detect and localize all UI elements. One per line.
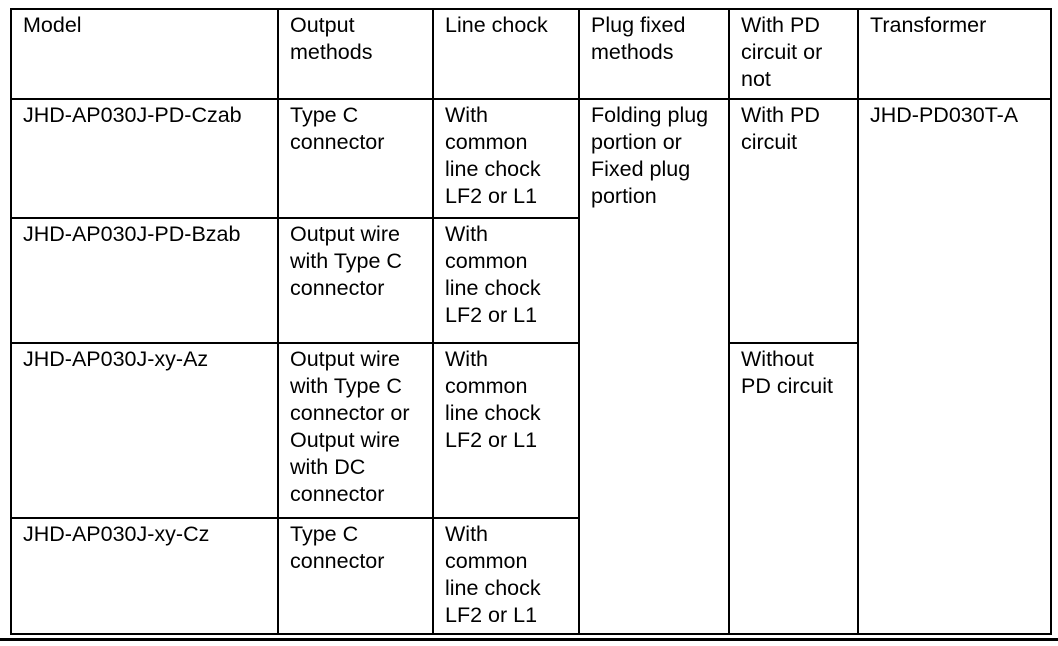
with-pd-circuit-cell: With PD circuit <box>728 98 859 344</box>
model-cell: JHD-AP030J-xy-Cz <box>10 517 279 635</box>
output-method-cell: Output wire with Type C connector <box>277 217 434 344</box>
line-chock-cell: With common line chock LF2 or L1 <box>432 342 580 519</box>
output-method-cell: Output wire with Type C connector or Out… <box>277 342 434 519</box>
header-cell-plug-fixed-methods: Plug fixed methods <box>578 8 730 100</box>
plug-fixed-methods-cell: Folding plug portion or Fixed plug porti… <box>578 98 730 635</box>
output-method-cell: Type C connector <box>277 517 434 635</box>
header-cell-pd-circuit: With PD circuit or not <box>728 8 859 100</box>
transformer-cell: JHD-PD030T-A <box>857 98 1052 635</box>
line-chock-cell: With common line chock LF2 or L1 <box>432 517 580 635</box>
product-spec-table: Model Output methods Line chock Plug fix… <box>10 8 1052 635</box>
table-row: JHD-AP030J-xy-Az Output wire with Type C… <box>10 342 1051 635</box>
table-row: JHD-AP030J-PD-Czab Type C connector With… <box>10 98 1052 635</box>
header-cell-output-methods: Output methods <box>277 8 434 100</box>
model-cell: JHD-AP030J-PD-Bzab <box>10 217 279 344</box>
header-cell-model: Model <box>10 8 279 100</box>
table-row: JHD-AP030J-xy-Cz Type C connector With c… <box>10 517 1051 635</box>
line-chock-cell: With common line chock LF2 or L1 <box>432 98 580 219</box>
page-bottom-rule <box>0 638 1058 641</box>
model-cell: JHD-AP030J-xy-Az <box>10 342 279 519</box>
header-cell-line-chock: Line chock <box>432 8 580 100</box>
without-pd-circuit-cell: Without PD circuit <box>728 342 859 635</box>
model-cell: JHD-AP030J-PD-Czab <box>10 98 279 219</box>
header-row: Model Output methods Line chock Plug fix… <box>10 8 1052 100</box>
table-row: JHD-AP030J-PD-Bzab Output wire with Type… <box>10 217 1051 344</box>
header-cell-transformer: Transformer <box>857 8 1052 100</box>
line-chock-cell: With common line chock LF2 or L1 <box>432 217 580 344</box>
output-method-cell: Type C connector <box>277 98 434 219</box>
